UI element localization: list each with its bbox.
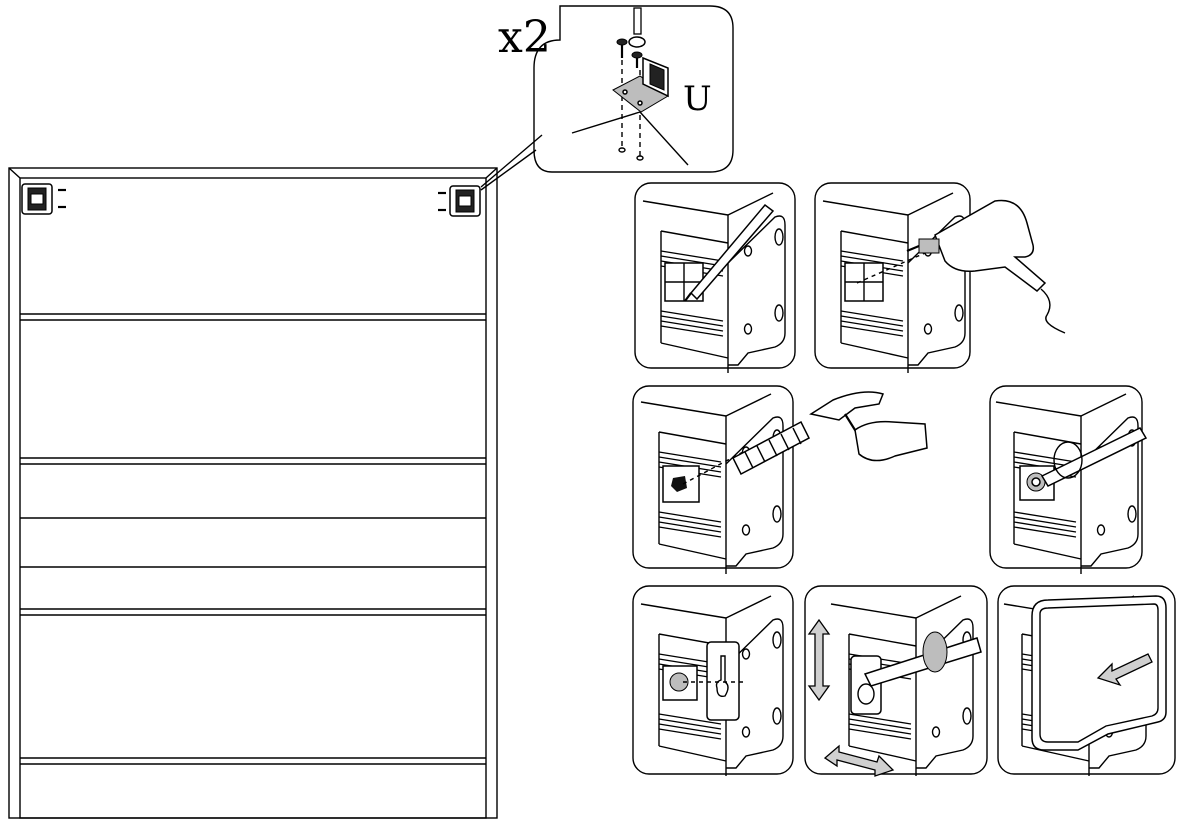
step-panel-drill-hole: [814, 182, 1066, 374]
screwdriver-icon: [628, 7, 646, 48]
part-label: U: [683, 79, 712, 119]
callout-detail-bubble: x2 U: [498, 5, 734, 173]
screwdriver-icon: [1040, 427, 1148, 487]
drill-icon: [906, 199, 1066, 334]
wall-plug-icon: [732, 420, 810, 476]
pencil-icon: [684, 203, 775, 302]
hammer-icon: [809, 391, 928, 462]
quantity-label: x2: [498, 12, 551, 63]
step-panel-hang-cabinet: [997, 585, 1176, 777]
step-panel-adjust-position: [804, 585, 988, 777]
vertical-arrow-icon: [807, 618, 831, 702]
callout-leader-line: [480, 134, 543, 188]
step-panel-attach-bracket: [632, 585, 794, 777]
step-panel-insert-screw: [989, 385, 1148, 575]
screw-icon: [616, 38, 643, 68]
screwdriver-icon: [863, 631, 982, 687]
step-panel-insert-wall-plug: [632, 385, 928, 575]
horizontal-arrow-icon: [823, 744, 895, 777]
cabinet-front-view: [8, 134, 543, 819]
bracket-left: [21, 183, 66, 215]
step-panel-mark-position: [634, 182, 796, 374]
direction-arrow-icon: [1096, 653, 1153, 687]
cabinet-shelves: [20, 313, 486, 765]
bracket-right: [438, 185, 481, 217]
keyhole-bracket-icon: [706, 641, 740, 721]
bracket-u-icon: [612, 56, 669, 113]
cabinet-side-panel: [1031, 595, 1167, 751]
